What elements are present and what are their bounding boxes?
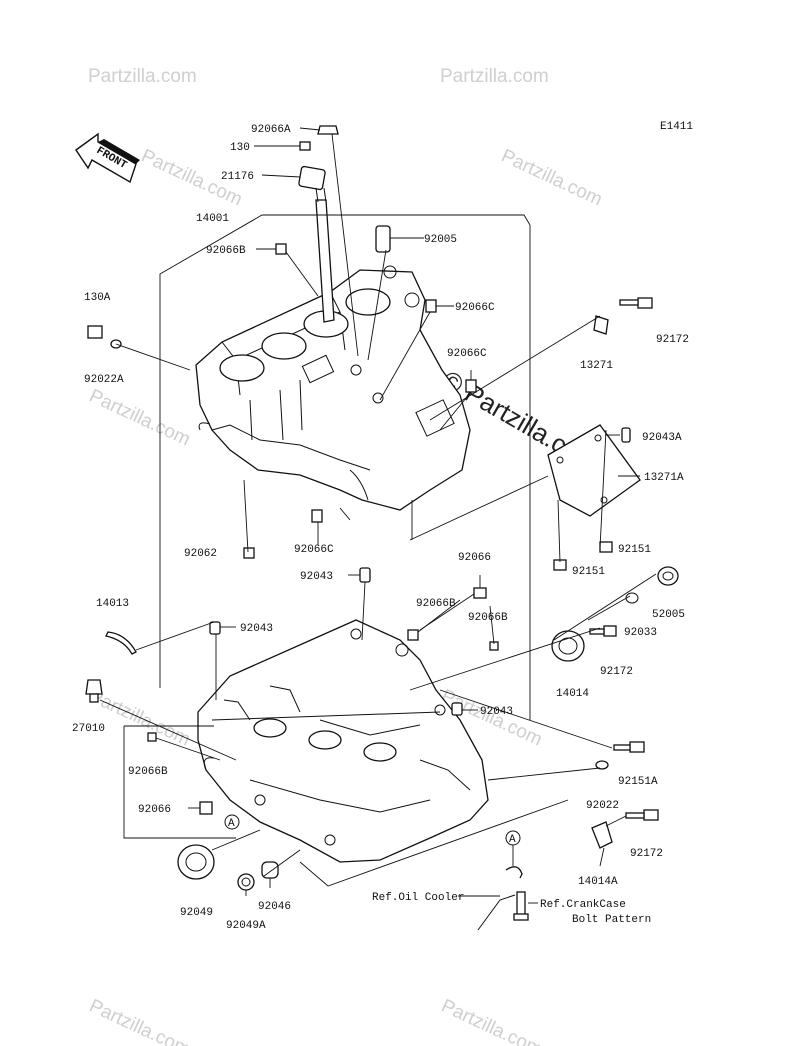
- watermark-9: Partzilla.com: [438, 995, 545, 1046]
- callout-92066A: 92066A: [251, 124, 291, 136]
- callout-92066-b: 92066: [138, 804, 171, 816]
- callout-13271: 13271: [580, 360, 613, 372]
- reference-labels: Ref.Oil Cooler Ref.CrankCase Bolt Patter…: [372, 892, 651, 926]
- marker-a1: A: [224, 814, 240, 830]
- callout-92066B-a: 92066B: [416, 598, 456, 610]
- frame-lines: [123, 214, 569, 887]
- watermark-4: Partzilla.com: [498, 145, 605, 210]
- marker-a2: A: [505, 830, 521, 866]
- ref-crankcase-line1: Ref.CrankCase: [540, 899, 626, 911]
- callout-labels: 92066A 130 21176 14001 92005 92066B 130A…: [72, 124, 689, 932]
- watermark-6: Partzilla.com: [86, 685, 193, 750]
- marker-a2-label: A: [509, 834, 516, 846]
- callout-92043-c: 92043: [480, 706, 513, 718]
- callout-92066B-b: 92066B: [468, 612, 508, 624]
- callout-13271A: 13271A: [644, 472, 684, 484]
- small-parts: [85, 125, 679, 931]
- watermark-5: Partzilla.com: [86, 385, 193, 450]
- callout-14014: 14014: [556, 688, 589, 700]
- callout-92151-b: 92151: [572, 566, 605, 578]
- callout-92062: 92062: [184, 548, 217, 560]
- callout-92066C-b: 92066C: [447, 348, 487, 360]
- callout-92043A: 92043A: [642, 432, 682, 444]
- callout-92043-b: 92043: [240, 623, 273, 635]
- callout-92033: 92033: [624, 627, 657, 639]
- callout-92005: 92005: [424, 234, 457, 246]
- callout-92172-a: 92172: [656, 334, 689, 346]
- callout-92043-a: 92043: [300, 571, 333, 583]
- callout-14014A: 14014A: [578, 876, 618, 888]
- callout-92172-b: 92172: [600, 666, 633, 678]
- ref-crankcase-line2: Bolt Pattern: [572, 914, 651, 926]
- ref-oil-cooler: Ref.Oil Cooler: [372, 892, 464, 904]
- callout-92066B-c: 92066B: [128, 766, 168, 778]
- marker-a1-label: A: [228, 818, 235, 830]
- callout-92022: 92022: [586, 800, 619, 812]
- callout-14013: 14013: [96, 598, 129, 610]
- callout-92049: 92049: [180, 907, 213, 919]
- leader-lines: [99, 127, 657, 904]
- callout-92066C-c: 92066C: [294, 544, 334, 556]
- callout-27010: 27010: [72, 723, 105, 735]
- watermarks: Partzilla.com Partzilla.com Partzilla.co…: [86, 66, 605, 1046]
- watermark-2: Partzilla.com: [440, 66, 549, 87]
- callout-52005: 52005: [652, 609, 685, 621]
- callout-92066C-a: 92066C: [455, 302, 495, 314]
- callout-130: 130: [230, 142, 250, 154]
- callout-92151A: 92151A: [618, 776, 658, 788]
- callout-130A: 130A: [84, 292, 111, 304]
- callout-92066-top: 92066: [458, 552, 491, 564]
- callout-92049A: 92049A: [226, 920, 266, 932]
- front-arrow-icon: FRONT: [75, 132, 140, 184]
- callout-92022A: 92022A: [84, 374, 124, 386]
- callout-92046: 92046: [258, 901, 291, 913]
- callout-92151-a: 92151: [618, 544, 651, 556]
- callout-21176: 21176: [221, 171, 254, 183]
- lower-crankcase: [197, 619, 489, 863]
- callout-92066B-top: 92066B: [206, 245, 246, 257]
- watermark-8: Partzilla.com: [86, 995, 193, 1046]
- callout-14001: 14001: [196, 213, 229, 225]
- watermark-1: Partzilla.com: [88, 66, 197, 87]
- oil-filler-tube: [298, 165, 335, 323]
- callout-92172-c: 92172: [630, 848, 663, 860]
- diagram-code: E1411: [660, 121, 693, 133]
